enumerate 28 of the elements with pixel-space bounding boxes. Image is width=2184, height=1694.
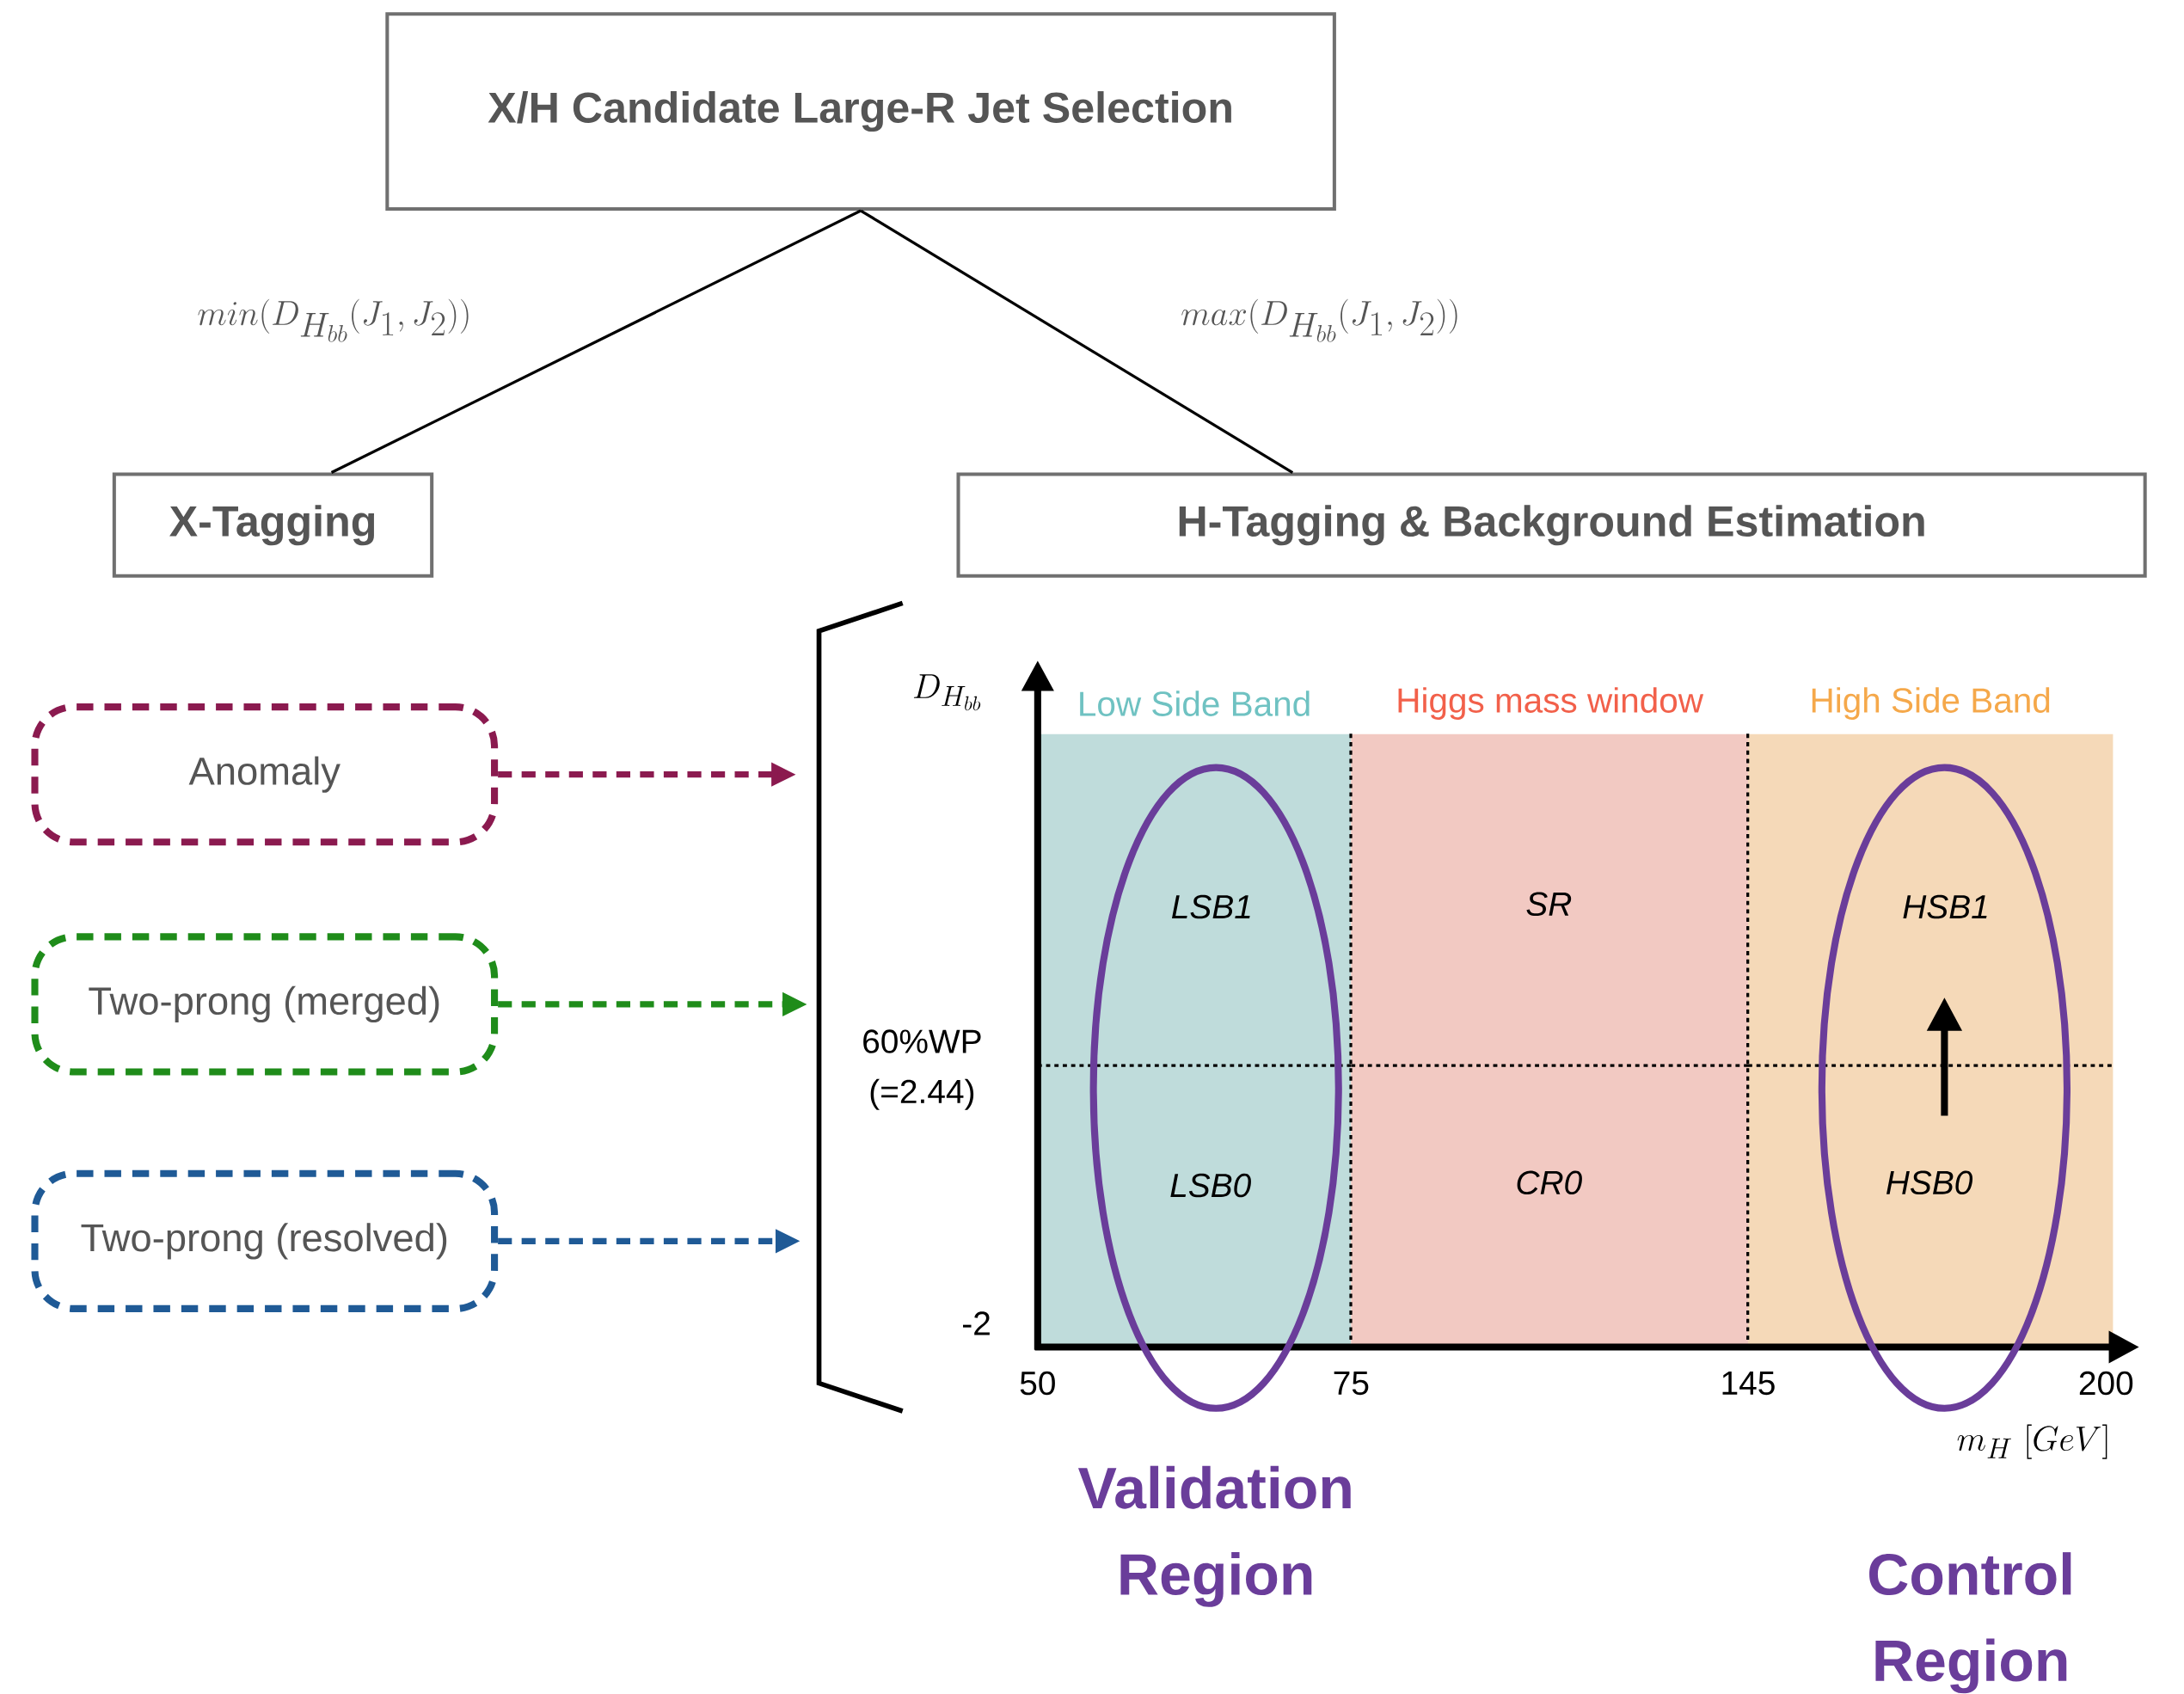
dashed-rounded-box: Two-prong (merged) [31, 933, 499, 1076]
band-heading: High Side Band [1812, 687, 2050, 721]
connector [330, 209, 862, 475]
axis-label: $m_H\ [GeV]$ [1957, 1424, 2107, 1459]
region-label: SR [1526, 892, 1572, 917]
tick-label: -2 [963, 1311, 990, 1335]
region-label: CR0 [1517, 1170, 1582, 1195]
dashed-rounded-box: Two-prong (resolved) [31, 1169, 499, 1313]
region-label: LSB0 [1170, 1173, 1251, 1198]
region-label: HSB1 [1903, 894, 1987, 919]
band-heading: Higgs mass window [1398, 687, 1704, 721]
dashed-rounded-box: Anomaly [31, 703, 499, 846]
title-box: X/H Candidate Large-R Jet Selection [385, 12, 1336, 212]
tick-label: 50 [1020, 1371, 1055, 1396]
tick-label: 145 [1722, 1372, 1775, 1396]
edge-label: $max(D_{H_{bb}}(J_1, J_2))$ [1181, 298, 1457, 342]
connector [860, 209, 1294, 475]
edge-label: $min(D_{H_{bb}}(J_1, J_2))$ [198, 298, 469, 342]
region-label: LSB1 [1171, 894, 1250, 919]
title-box: X-Tagging [112, 472, 434, 578]
region-caption: Validation Region [1077, 1465, 1351, 1607]
threshold-label: 60%WP (=2.44) [863, 1029, 981, 1110]
region-label: HSB0 [1886, 1170, 1973, 1195]
band-heading: Low Side Band [1080, 690, 1310, 717]
region-caption: Control Region [1869, 1552, 2071, 1694]
title-box: H-Tagging & Background Estimation [956, 472, 2147, 578]
tick-label: 75 [1334, 1372, 1369, 1396]
tick-label: 200 [2079, 1371, 2133, 1396]
